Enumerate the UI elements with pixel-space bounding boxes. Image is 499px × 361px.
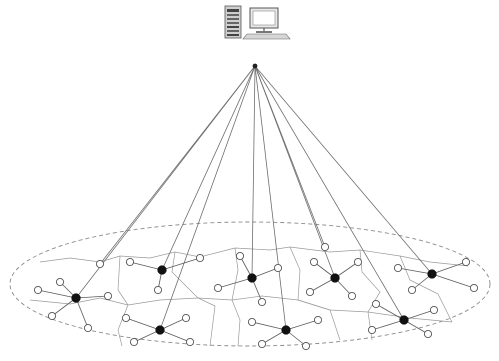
sensor-node (129, 337, 139, 347)
sensor-field-boundary (9, 221, 491, 347)
member-link (431, 261, 467, 275)
member-link (159, 329, 191, 343)
member-link (309, 277, 336, 293)
sensor-node (247, 317, 257, 327)
cluster-head (330, 273, 340, 283)
sensor-node (423, 329, 433, 339)
uplink-3 (159, 65, 256, 331)
member-link (375, 303, 405, 321)
member-link (51, 297, 77, 317)
member-link (75, 295, 109, 299)
member-link (37, 289, 77, 299)
base-station (224, 5, 291, 40)
sensor-node (121, 313, 131, 323)
uplink-ray (254, 65, 326, 248)
uplink-4 (251, 65, 256, 279)
member-link (129, 261, 163, 271)
uplink-7 (254, 65, 405, 321)
sensor-node (393, 263, 403, 273)
sensor-node (55, 277, 65, 287)
member-link (334, 261, 359, 279)
sensor-node (181, 313, 191, 323)
cluster-head (155, 325, 165, 335)
sensor-node (195, 253, 205, 263)
member-link (159, 317, 187, 331)
member-link (397, 267, 433, 275)
sensor-node (367, 325, 377, 335)
sensor-node (153, 285, 163, 295)
region-boundaries (29, 246, 469, 347)
member-link (75, 297, 89, 329)
sensor-node (320, 242, 330, 252)
cluster-head (281, 325, 291, 335)
sensor-node (257, 297, 267, 307)
cluster-heads (71, 265, 437, 335)
cluster-head (157, 265, 167, 275)
sensor-node (353, 257, 363, 267)
sensor-node (469, 283, 479, 293)
sensor-node (429, 305, 439, 315)
sensor-node (407, 285, 417, 295)
sensor-node (95, 259, 105, 269)
member-link (251, 321, 287, 331)
member-link (403, 309, 435, 321)
member-link (161, 257, 201, 271)
sensor-node (125, 257, 135, 267)
sensor-nodes (33, 242, 479, 351)
sensor-node (309, 257, 319, 267)
member-link (285, 319, 319, 331)
sensor-node (33, 285, 43, 295)
sensor-node (301, 341, 311, 351)
uplink-5 (254, 65, 287, 331)
sensor-node (371, 299, 381, 309)
sensor-node (273, 263, 283, 273)
sensor-node (103, 291, 113, 301)
sensor-node (313, 315, 323, 325)
sensor-node (47, 311, 57, 321)
cluster-head (247, 273, 257, 283)
desktop-monitor-icon (242, 7, 291, 40)
cluster-links (37, 255, 475, 347)
sink-point (252, 63, 258, 69)
member-link (371, 319, 405, 331)
cluster-head (427, 269, 437, 279)
uplink-2 (161, 65, 256, 271)
uplinks (75, 65, 433, 331)
member-link (125, 317, 161, 331)
sensor-node (305, 287, 315, 297)
sensor-node (83, 323, 93, 333)
sensor-node (235, 251, 245, 261)
member-link (217, 277, 253, 289)
cluster-head (399, 315, 409, 325)
member-link (133, 329, 161, 343)
uplink-8 (254, 65, 433, 275)
uplink-ray (99, 65, 256, 265)
sensor-node (185, 337, 195, 347)
sensor-node (347, 291, 357, 301)
server-tower-icon (224, 5, 242, 39)
sensor-node (213, 283, 223, 293)
member-link (431, 273, 475, 289)
sensor-node (461, 257, 471, 267)
sensor-node (257, 339, 267, 349)
cluster-head (71, 293, 81, 303)
